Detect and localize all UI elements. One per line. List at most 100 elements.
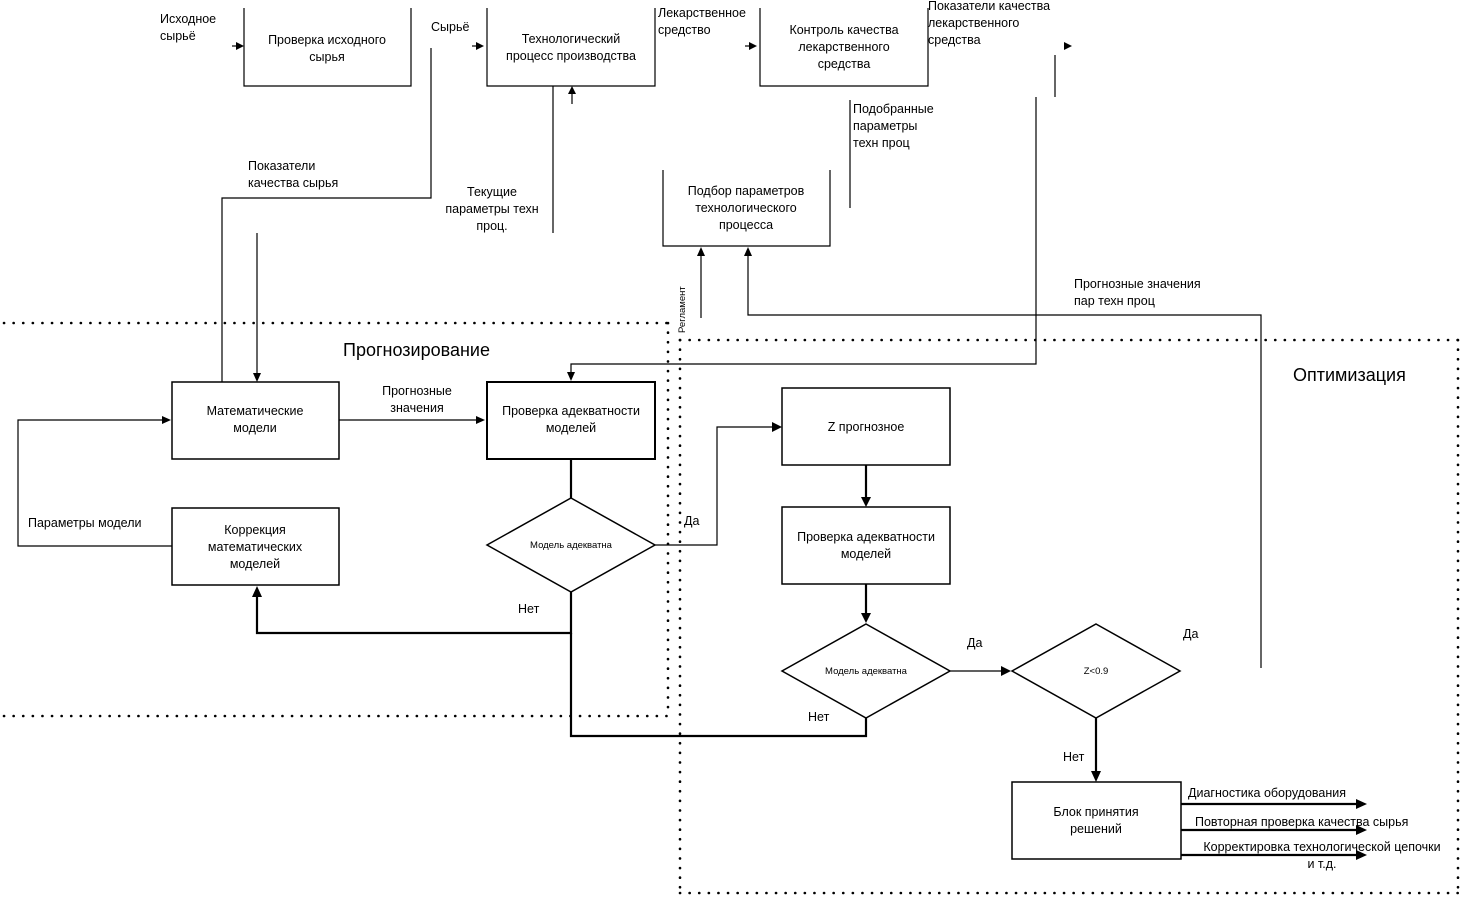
math-models-label-line-1: Математические [207,404,304,418]
z-forecast-label-line-1: Z прогнозное [828,420,905,434]
tech-process-feedback-arrowhead [568,86,576,94]
chain-correction-arrowhead [1356,850,1367,860]
model-params-label: Параметры модели [28,516,142,530]
chain-correction-label: Корректировка технологической цепочки и т… [1203,840,1440,871]
yes-1-label: Да [684,514,699,528]
raw-quality-input-arrowhead [253,373,261,382]
current-params-label-line-3: проц. [476,219,507,233]
drug-quality-label-line-3: средства [928,33,981,47]
chain-correction-label-line-2: и т.д. [1307,857,1336,871]
drug-label-line-2: средство [658,23,711,37]
diagnostics-arrowhead [1356,799,1367,809]
model-check-1-label-line-1: Проверка адекватности [502,404,640,418]
no-2-return-path [569,633,868,738]
forecast-values-label-line-1: Прогнозные [382,384,452,398]
raw-label-line-1: Сырьё [431,20,469,34]
raw-check-label-line-2: сырья [309,50,344,64]
quality-control-label-line-1: Контроль качества [789,23,898,37]
drug-arrowhead [749,42,757,50]
tech-process-block: Технологический процесс производства [486,8,656,87]
forecast-params-arrowhead [744,247,752,256]
raw-quality-label-line-1: Показатели [248,159,315,173]
current-params-label: Текущие параметры техн проц. [445,185,538,233]
diagnostics-label-line-1: Диагностика оборудования [1188,786,1346,800]
decision-block-label-line-2: решений [1070,822,1122,836]
forecast-values-label-line-2: значения [390,401,443,415]
optimization-region-border [678,338,1462,895]
selected-params-label-line-2: параметры [853,119,917,133]
selected-params-label-line-1: Подобранные [853,102,934,116]
tech-process-label-line-2: процесс производства [506,49,636,63]
diagnostics-label: Диагностика оборудования [1188,786,1346,800]
drug-quality-label-line-1: Показатели качества [928,0,1050,13]
forecast-params-label-line-2: пар техн проц [1074,294,1155,308]
current-params-label-line-1: Текущие [467,185,517,199]
optimization-region-title: Оптимизация [1293,365,1406,385]
no-3-arrowhead [1091,771,1101,782]
regulation-label: Регламент [677,286,688,333]
model-check-2-label-line-2: моделей [841,547,891,561]
param-select-label-line-2: технологического [695,201,797,215]
model-adequate-1-label: Модель адекватна [530,540,613,551]
drug-label: Лекарственное средство [658,6,746,37]
yes-2-label: Да [967,636,982,650]
drug-quality-label-line-2: лекарственного [928,16,1019,30]
drug-label-line-1: Лекарственное [658,6,746,20]
recheck-raw-label-line-1: Повторная проверка качества сырья [1195,815,1408,829]
decision-block: Блок принятия решений [1011,781,1182,860]
param-select-label-line-3: процесса [719,218,773,232]
raw-input-label-line-1: Исходное [160,12,216,26]
check-2-to-decision-arrowhead [861,613,871,623]
raw-label: Сырьё [431,20,469,34]
quality-control-label-line-3: средства [818,57,871,71]
decision-block-label: Блок принятия решений [1053,805,1138,836]
recheck-raw-label: Повторная проверка качества сырья [1195,815,1408,829]
correction-path [255,592,573,635]
model-correction-label-line-1: Коррекция [224,523,285,537]
no-1-label: Нет [518,602,540,616]
drug-quality-feedback-arrowhead [567,372,575,381]
decision-block-label-line-1: Блок принятия [1053,805,1138,819]
raw-quality-line [221,48,432,383]
raw-quality-label: Показатели качества сырья [248,159,338,190]
z-condition-decision: Z<0.9 [1010,623,1182,719]
quality-control-label-line-2: лекарственного [798,40,889,54]
yes-3-label: Да [1183,627,1198,641]
model-params-loop [17,419,172,547]
model-correction-label-line-2: математических [208,540,303,554]
forecasting-region-title: Прогнозирование [343,340,490,360]
recheck-raw-arrowhead [1356,825,1367,835]
z-forecast-label: Z прогнозное [828,420,905,434]
tech-process-label: Технологический процесс производства [506,32,636,63]
yes-2-arrowhead [1001,666,1011,676]
drug-quality-label: Показатели качества лекарственного средств… [928,0,1050,47]
forecasting-region-border [2,321,670,718]
raw-input-arrowhead [236,42,244,50]
model-adequate-1-decision: Модель адекватна [485,497,657,593]
param-select-label-line-1: Подбор параметров [688,184,805,198]
current-params-label-line-2: параметры техн [445,202,538,216]
forecast-values-arrowhead [476,416,485,424]
raw-quality-label-line-2: качества сырья [248,176,338,190]
param-select-block: Подбор параметров технологического процесс… [662,170,831,247]
z-forecast-block: Z прогнозное [781,387,951,466]
tech-process-label-line-1: Технологический [522,32,621,46]
forecast-params-line [747,255,1262,668]
selected-params-label: Подобранные параметры техн проц [853,102,934,150]
z-to-check-arrowhead [861,497,871,507]
selected-params-label-line-3: техн проц [853,136,910,150]
model-params-arrowhead [162,416,171,424]
no-3-label: Нет [1063,750,1085,764]
correction-arrowhead [252,586,262,597]
chain-correction-label-line-1: Корректировка технологической цепочки [1203,840,1440,854]
model-adequate-2-decision: Модель адекватна [780,623,952,719]
